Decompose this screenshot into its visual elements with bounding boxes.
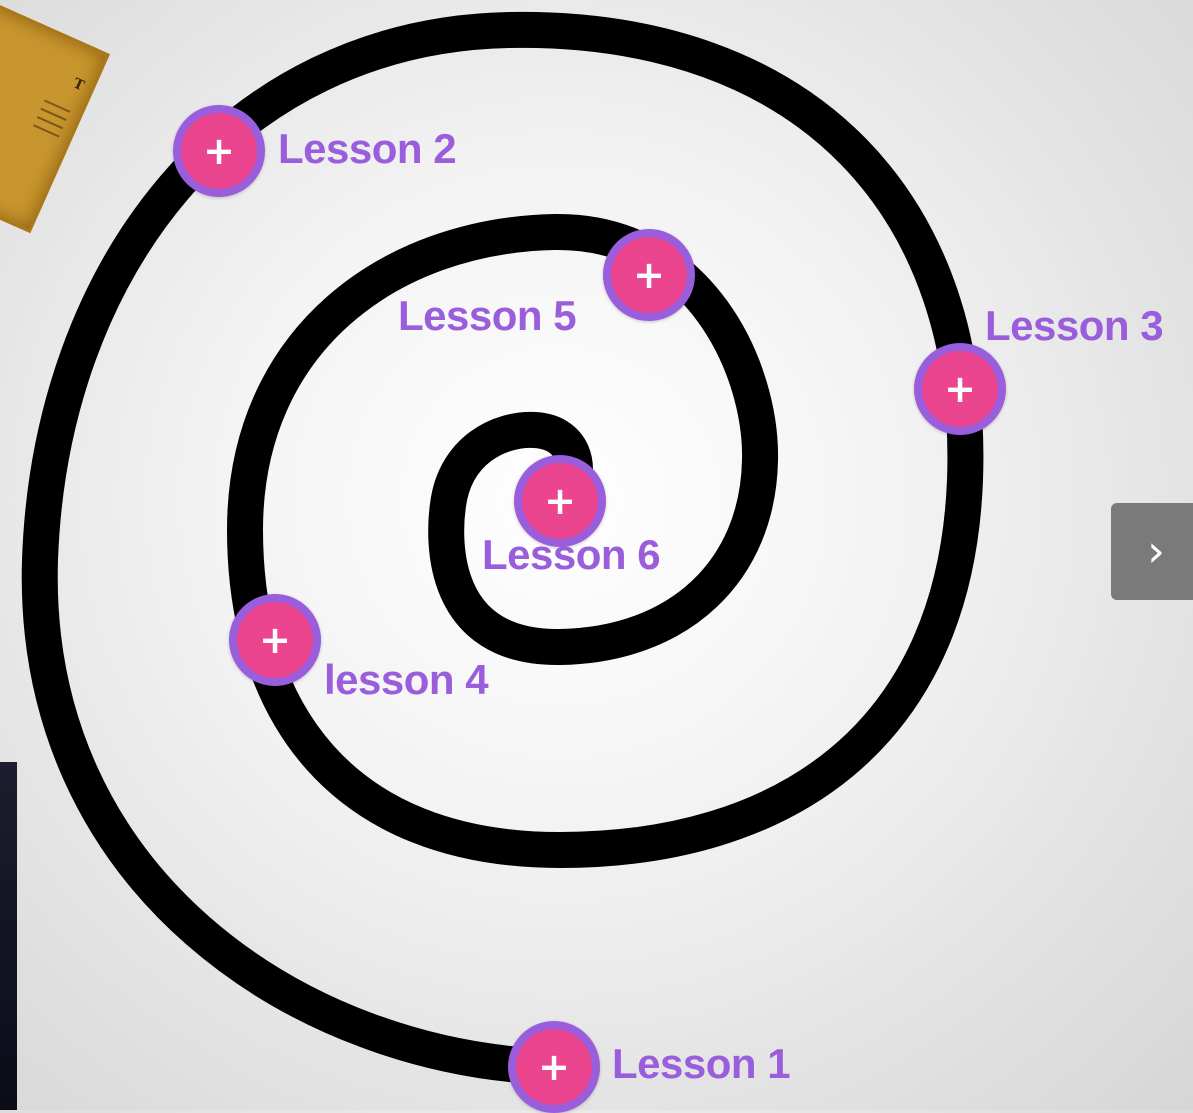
plus-icon: + — [516, 1029, 592, 1105]
lesson-5-hotspot[interactable]: + — [603, 229, 695, 321]
spiral-track — [21, 11, 984, 1085]
lesson-2-label: Lesson 2 — [278, 125, 457, 172]
next-slide-button[interactable]: › — [1111, 503, 1193, 600]
lesson-3-hotspot[interactable]: + — [914, 343, 1006, 435]
lesson-4-label: lesson 4 — [324, 656, 489, 703]
lesson-6-label: Lesson 6 — [482, 531, 661, 578]
plus-icon: + — [611, 237, 687, 313]
lesson-2-hotspot[interactable]: + — [173, 105, 265, 197]
chevron-right-icon: › — [1147, 526, 1165, 577]
lesson-6-hotspot[interactable]: + — [514, 455, 606, 547]
lesson-4-hotspot[interactable]: + — [229, 594, 321, 686]
plus-icon: + — [181, 113, 257, 189]
lesson-5-label: Lesson 5 — [398, 292, 577, 339]
plus-icon: + — [922, 351, 998, 427]
lesson-3-label: Lesson 3 — [985, 302, 1164, 349]
plus-icon: + — [522, 463, 598, 539]
lesson-1-hotspot[interactable]: + — [508, 1021, 600, 1113]
dark-side-panel — [0, 762, 17, 1110]
lesson-1-label: Lesson 1 — [612, 1040, 791, 1087]
plus-icon: + — [237, 602, 313, 678]
